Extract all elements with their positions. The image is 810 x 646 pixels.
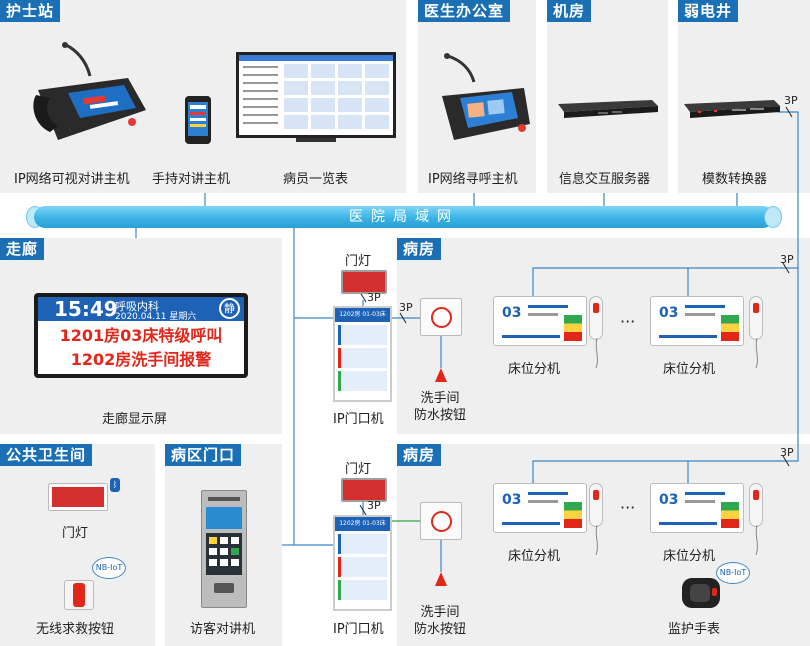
toilet-button-1-label: 洗手间 防水按钮	[414, 391, 467, 423]
handheld-master-label: 手持对讲主机	[152, 172, 231, 187]
bed-no-1a: 03	[502, 305, 522, 321]
ip-video-master-image	[33, 42, 146, 140]
monitor-band-label: 监护手表	[668, 622, 721, 637]
visitor-intercom	[201, 490, 247, 608]
monitor-band-image	[682, 578, 720, 608]
hospital-lan-bus: 医院局域网	[34, 206, 774, 228]
three-p-ward-2: 3P	[780, 446, 794, 459]
public-door-light-label: 门灯	[62, 526, 89, 541]
door-light-2	[341, 478, 387, 502]
wireless-sos-button	[64, 580, 94, 610]
door-light-1-label: 门灯	[345, 254, 372, 269]
three-p-ward-1: 3P	[780, 253, 794, 266]
display-dept: 呼吸内科	[115, 300, 159, 313]
converter-label: 模数转换器	[702, 172, 768, 187]
door-panel-2-header: 1202房 01-03床	[335, 517, 390, 531]
display-header: 15:49 呼吸内科 2020.04.11 星期六 静	[38, 297, 244, 322]
nb-iot-badge-band: NB-IoT	[716, 562, 750, 584]
ip-paging-master-image	[442, 53, 530, 140]
display-body: 1201房03床特级呼叫 1202房洗手间报警	[38, 321, 244, 374]
ward-2-panel: 病房	[397, 444, 810, 646]
three-p-door-2: 3P	[367, 499, 381, 512]
bed-handle-cord-2b	[755, 525, 758, 555]
bed-handle-2b	[749, 483, 763, 527]
corridor-display: 15:49 呼吸内科 2020.04.11 星期六 静 1201房03床特级呼叫…	[34, 293, 248, 378]
nb-iot-badge-sos: NB-IoT	[92, 557, 126, 579]
public-toilet-tag: 公共卫生间	[0, 444, 93, 466]
bed-extension-1b: 03	[650, 296, 744, 346]
ip-door-2-label: IP门口机	[333, 622, 384, 637]
bed-dots-1: ···	[620, 312, 636, 331]
bed-extension-1a-label: 床位分机	[508, 362, 561, 377]
public-toilet-panel: 公共卫生间	[0, 444, 155, 646]
door-light-2-label: 门灯	[345, 462, 372, 477]
ip-paging-master-label: IP网络寻呼主机	[428, 172, 518, 187]
toilet-pull-weight-1	[435, 368, 447, 382]
bed-handle-cord-2a	[595, 525, 598, 555]
three-p-door-1: 3P	[367, 291, 381, 304]
weak-well-panel: 弱电井	[678, 0, 810, 193]
bed-extension-2a: 03	[493, 483, 587, 533]
patient-list-label: 病员一览表	[283, 172, 349, 187]
bed-extension-2a-label: 床位分机	[508, 549, 561, 564]
display-date: 2020.04.11 星期六	[115, 312, 197, 322]
doctor-office-tag: 医生办公室	[418, 0, 511, 22]
bed-no-2a: 03	[502, 492, 522, 508]
toilet-button-1	[420, 298, 462, 336]
bed-dots-2: ···	[620, 498, 636, 517]
info-server-image	[558, 100, 658, 118]
bed-extension-2b: 03	[650, 483, 744, 533]
three-p-toilet-1: 3P	[399, 301, 413, 314]
bed-handle-cord-1b	[755, 338, 758, 368]
bed-handle-1a	[589, 296, 603, 340]
door-panel-1-header: 1202房 01-03床	[335, 308, 390, 322]
toilet-pull-weight-2	[435, 572, 447, 586]
ip-door-panel-1: 1202房 01-03床	[333, 306, 392, 402]
display-line-2: 1202房洗手间报警	[70, 350, 212, 369]
ip-door-panel-2: 1202房 01-03床	[333, 515, 392, 611]
ward-1-tag: 病房	[397, 238, 442, 260]
bluetooth-icon: ᛒ	[110, 478, 120, 492]
display-time: 15:49	[54, 297, 118, 321]
corridor-tag: 走廊	[0, 238, 45, 260]
public-door-light	[48, 483, 108, 511]
bed-extension-1a: 03	[493, 296, 587, 346]
patient-list-image	[236, 52, 396, 142]
toilet-button-2-label: 洗手间 防水按钮	[414, 605, 467, 637]
ward-2-tag: 病房	[397, 444, 442, 466]
machine-room-panel: 机房	[547, 0, 668, 193]
display-line-1: 1201房03床特级呼叫	[59, 326, 223, 345]
bus-right-cap	[764, 206, 782, 228]
nurse-station-tag: 护士站	[0, 0, 61, 22]
weak-well-tag: 弱电井	[678, 0, 739, 22]
visitor-intercom-label: 访客对讲机	[190, 622, 256, 637]
handheld-master-image	[185, 96, 211, 144]
info-server-label: 信息交互服务器	[559, 172, 651, 187]
machine-room-tag: 机房	[547, 0, 592, 22]
bed-no-2b: 03	[659, 492, 679, 508]
bed-extension-1b-label: 床位分机	[663, 362, 716, 377]
bed-no-1b: 03	[659, 305, 679, 321]
toilet-button-2	[420, 502, 462, 540]
bed-handle-2a	[589, 483, 603, 527]
wireless-sos-label: 无线求救按钮	[36, 622, 115, 637]
bed-extension-2b-label: 床位分机	[663, 549, 716, 564]
ward-entrance-tag: 病区门口	[165, 444, 242, 466]
three-p-converter: 3P	[784, 94, 798, 107]
ward-1-panel: 病房	[397, 238, 810, 434]
bed-handle-1b	[749, 296, 763, 340]
door-light-1	[341, 270, 387, 294]
corridor-display-label: 走廊显示屏	[102, 412, 168, 427]
converter-image	[684, 100, 780, 118]
ip-door-1-label: IP门口机	[333, 412, 384, 427]
ip-video-master-label: IP网络可视对讲主机	[14, 172, 130, 187]
bed-handle-cord-1a	[595, 338, 598, 368]
display-mute-badge: 静	[219, 298, 240, 319]
